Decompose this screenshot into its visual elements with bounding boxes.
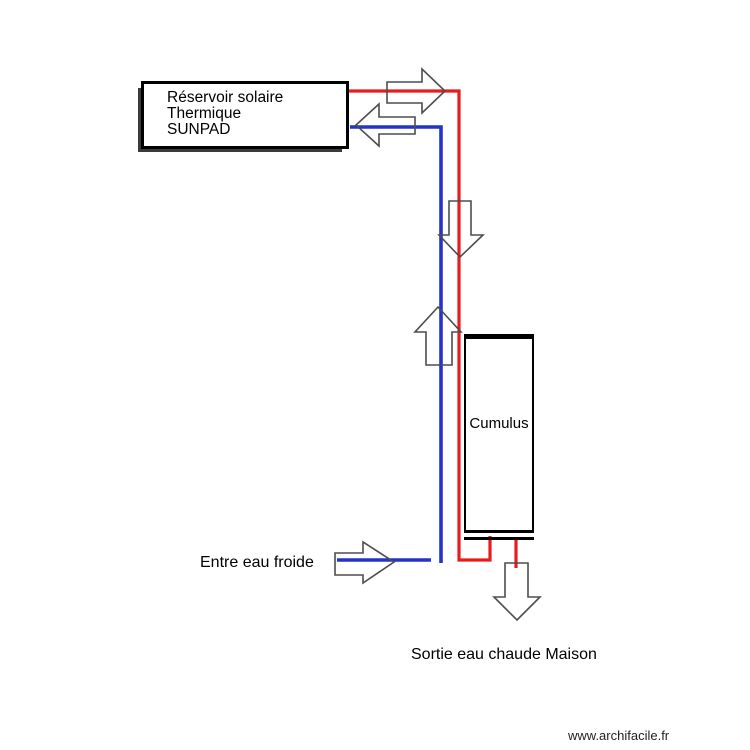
cold-flow-up-arrow-icon bbox=[413, 305, 463, 366]
cumulus-tank-base-line bbox=[464, 537, 534, 540]
cumulus-label: Cumulus bbox=[469, 415, 529, 432]
reservoir-box: Réservoir solaire Thermique SUNPAD bbox=[141, 81, 349, 149]
cold-return-left-arrow-icon bbox=[354, 102, 416, 148]
reservoir-label-line1: Réservoir solaire bbox=[167, 89, 284, 106]
hot-outlet-label: Sortie eau chaude Maison bbox=[411, 646, 597, 663]
cold-inlet-right-arrow-icon bbox=[334, 540, 396, 585]
reservoir-label-line2: Thermique bbox=[167, 104, 242, 122]
hot-water-pipe bbox=[348, 89, 492, 562]
reservoir-label-line3: SUNPAD bbox=[167, 120, 231, 138]
hot-outlet-down-arrow-icon bbox=[492, 562, 542, 622]
watermark-text: www.archifacile.fr bbox=[568, 728, 670, 743]
cold-water-pipe bbox=[350, 125, 443, 563]
cold-inlet-label: Entre eau froide bbox=[200, 554, 314, 571]
hot-flow-down-arrow-icon bbox=[437, 200, 485, 259]
cumulus-tank-box bbox=[464, 334, 534, 533]
hot-flow-right-arrow-icon bbox=[386, 67, 447, 115]
